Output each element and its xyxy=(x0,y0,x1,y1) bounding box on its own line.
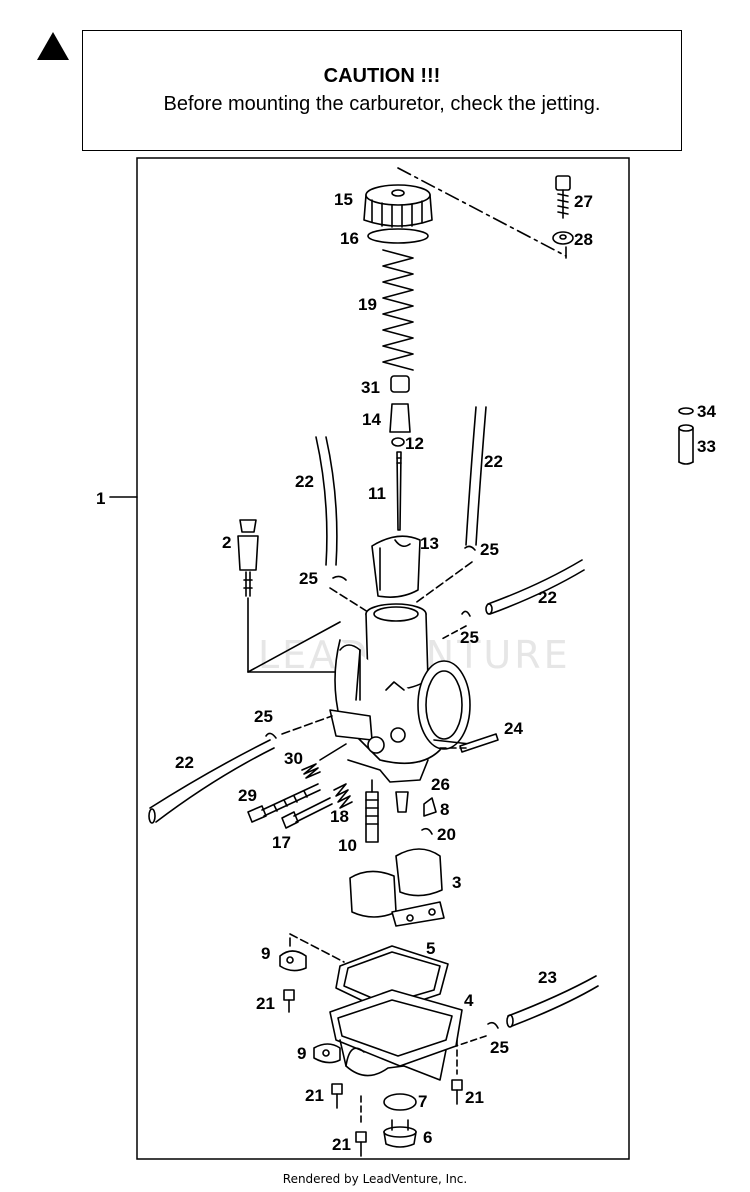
caution-title: CAUTION !!! xyxy=(323,65,441,87)
needle-jet xyxy=(365,779,379,843)
callout-6: 6 xyxy=(423,1128,432,1147)
carburetor-cap xyxy=(363,184,433,228)
callout-7: 7 xyxy=(418,1092,427,1111)
cap-washer xyxy=(552,231,574,245)
float-assembly xyxy=(349,848,445,927)
callout-25-b: 25 xyxy=(480,540,499,559)
callout-11: 11 xyxy=(368,484,386,503)
callout-13: 13 xyxy=(420,534,439,553)
callout-15: 15 xyxy=(334,190,353,209)
callout-20: 20 xyxy=(437,825,456,844)
callout-12: 12 xyxy=(405,434,424,453)
bowl-screw-left xyxy=(331,1083,343,1109)
callout-27: 27 xyxy=(574,192,593,211)
jet-needle xyxy=(396,451,402,531)
hose-clamp-lower xyxy=(265,732,277,739)
vent-hose-left xyxy=(315,436,338,566)
cap-screw xyxy=(555,175,571,219)
callout-25-d: 25 xyxy=(254,707,273,726)
cap-gasket xyxy=(367,228,429,244)
idle-air-screw xyxy=(237,519,259,597)
callout-23: 23 xyxy=(538,968,557,987)
throttle-slide xyxy=(371,535,421,598)
callout-22-right: 22 xyxy=(538,588,557,607)
bowl-screw-bottom xyxy=(355,1131,367,1157)
callout-24: 24 xyxy=(504,719,523,738)
callout-21-left: 21 xyxy=(305,1086,324,1105)
caution-text: Before mounting the carburetor, check th… xyxy=(163,93,601,115)
callout-17: 17 xyxy=(272,833,291,852)
callout-21-upper: 21 xyxy=(256,994,275,1013)
throttle-stop-screw xyxy=(247,783,321,823)
leader-cap-screw xyxy=(397,167,567,257)
carburetor-body xyxy=(329,603,471,783)
drain-o-ring xyxy=(383,1093,417,1111)
hose-clamp-right xyxy=(464,545,476,551)
callout-9-upper: 9 xyxy=(261,944,270,963)
callout-22-upper-left: 22 xyxy=(295,472,314,491)
diagram-frame xyxy=(136,157,630,1160)
float-bowl xyxy=(329,989,463,1081)
callout-34: 34 xyxy=(697,402,716,421)
throttle-spring xyxy=(382,249,414,371)
callout-3: 3 xyxy=(452,873,461,892)
needle-clip xyxy=(391,437,405,447)
callout-29: 29 xyxy=(238,786,257,805)
float-pin-plate-lower xyxy=(313,1043,341,1064)
callout-22-upper-right: 22 xyxy=(484,452,503,471)
vent-hose-right xyxy=(465,406,487,546)
callout-25-a: 25 xyxy=(299,569,318,588)
needle-holder xyxy=(389,403,411,433)
bowl-screw-upper xyxy=(283,989,295,1013)
float-pin-plate-upper xyxy=(279,950,307,972)
callout-14: 14 xyxy=(362,410,381,429)
caution-warning-icon xyxy=(37,32,69,60)
pilot-air-jet xyxy=(281,797,333,829)
callout-1: 1 xyxy=(96,489,105,508)
hose-clamp-drain xyxy=(487,1021,499,1029)
overflow-hose-right xyxy=(485,559,585,615)
callout-31: 31 xyxy=(361,378,380,397)
footer-credit: Rendered by LeadVenture, Inc. xyxy=(282,1172,468,1186)
caution-box: CAUTION !!! Before mounting the carburet… xyxy=(82,30,682,151)
callout-16: 16 xyxy=(340,229,359,248)
main-jet xyxy=(423,797,437,817)
callout-28: 28 xyxy=(574,230,593,249)
callout-18: 18 xyxy=(330,807,349,826)
needle-nut xyxy=(390,375,410,393)
callout-22-left: 22 xyxy=(175,753,194,772)
callout-30: 30 xyxy=(284,749,303,768)
callout-5: 5 xyxy=(426,939,435,958)
bowl-screw-right xyxy=(451,1079,463,1105)
choke-plunger xyxy=(459,733,499,753)
callout-2: 2 xyxy=(222,533,231,552)
seal-ring xyxy=(678,407,694,415)
callout-10: 10 xyxy=(338,836,357,855)
callout-19: 19 xyxy=(358,295,377,314)
callout-9-lower: 9 xyxy=(297,1044,306,1063)
callout-25-c: 25 xyxy=(460,628,479,647)
callout-33: 33 xyxy=(697,437,716,456)
jet-clip xyxy=(421,827,433,835)
callout-21-bottom: 21 xyxy=(332,1135,351,1154)
drain-plug xyxy=(383,1119,417,1148)
callout-21-right: 21 xyxy=(465,1088,484,1107)
callout-26: 26 xyxy=(431,775,450,794)
pilot-jet xyxy=(395,791,409,813)
callout-4: 4 xyxy=(464,991,474,1010)
overflow-hose-left xyxy=(148,739,275,824)
idle-screw-spring xyxy=(301,763,321,779)
callout-8: 8 xyxy=(440,800,449,819)
mixture-screw-spring xyxy=(333,783,353,809)
callout-25-e: 25 xyxy=(490,1038,509,1057)
bushing xyxy=(678,424,694,465)
drain-hose xyxy=(506,975,599,1028)
hose-clamp-left xyxy=(332,575,347,581)
float-bowl-gasket xyxy=(335,945,449,1013)
